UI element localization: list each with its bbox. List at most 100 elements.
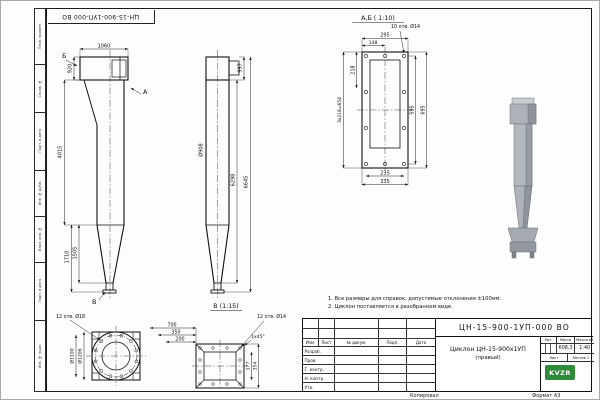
tb-empty-cell — [407, 329, 435, 338]
sheets-value: 1 — [586, 355, 590, 360]
tb-empty-cell — [319, 329, 335, 338]
dim-d1206: Ø1206 — [77, 348, 84, 363]
tb-row-tkontr: Т. контр. — [303, 365, 335, 373]
footer-format-label: Формат А3 — [532, 392, 561, 399]
dim-335: 335 — [380, 179, 390, 185]
dim-pitch: 3x218=654 — [337, 97, 343, 123]
margin-box: Инв. № дубл. — [34, 169, 46, 216]
side-view: 997 6298 6645 Ø908 — [198, 50, 252, 298]
dim-1710: 1710 — [65, 251, 71, 264]
mass-label: Масса — [557, 337, 576, 343]
tb-row-utv: Утв. — [303, 383, 335, 392]
tb-empty-cell — [379, 365, 407, 373]
dim-4015: 4015 — [58, 146, 64, 159]
tb-empty-cell — [303, 319, 319, 328]
margin-box: Справ. № — [34, 63, 46, 112]
view-v-label: В (1:15) — [213, 303, 238, 310]
margin-box: Подп. и дата — [34, 111, 46, 170]
footer-copied-label: Копировал — [410, 392, 439, 399]
tb-empty-cell — [335, 329, 379, 338]
dim-chamfer: 1x45° — [251, 334, 265, 340]
title-block-main: ЦН-15-900-1УП-000 ВО Циклон ЦН-15-900х1У… — [435, 319, 594, 391]
tb-header-doc: № докум. — [335, 339, 379, 346]
title-block: Изм. Лист № докум. Подп. Дата Разраб. Пр… — [302, 318, 594, 392]
sheet-label: Лист — [541, 354, 568, 361]
tb-empty-cell — [379, 347, 407, 355]
view-arrow-label-b: Б — [62, 52, 66, 60]
tb-empty-cell — [407, 347, 435, 355]
tb-empty-cell — [303, 329, 319, 338]
tb-empty-cell — [407, 374, 435, 382]
dim-700: 700 — [167, 323, 176, 329]
tb-empty-cell — [335, 383, 379, 392]
tb-header-podp: Подп. — [379, 339, 407, 346]
tb-empty-cell — [379, 374, 407, 382]
dim-595: 595 — [410, 105, 416, 114]
product-title: Циклон ЦН-15-900х1УП — [450, 346, 526, 353]
lit-label: Лит. — [541, 337, 557, 343]
dim-295: 295 — [380, 33, 390, 39]
dim-218: 218 — [351, 65, 357, 74]
scale-label: Масштаб — [576, 338, 594, 342]
tb-row-razrab: Разраб. — [303, 347, 335, 355]
dim-695: 695 — [421, 105, 427, 114]
tb-empty-cell — [407, 383, 435, 392]
tb-row-nkontr: Н. контр. — [303, 374, 335, 382]
view-v: В (1:15) 12 отв. Ø18 12 отв. Ø14 Ø1206 Ø… — [56, 303, 286, 390]
dim-148: 148 — [369, 40, 378, 46]
tb-empty-cell — [335, 365, 379, 373]
dim-350: 350 — [171, 330, 180, 336]
margin-box: Перв. примен. — [34, 8, 46, 64]
company-logo: KVZR — [545, 365, 575, 380]
tb-header-data: Дата — [415, 340, 427, 345]
tb-empty-cell — [335, 319, 379, 328]
mass-value: 608,3 — [557, 344, 576, 353]
tb-empty-cell — [335, 347, 379, 355]
dim-1505: 1505 — [73, 247, 79, 260]
left-margin-column: Перв. примен. Справ. № Подп. и дата Инв.… — [34, 8, 46, 393]
front-view: 1060 920 4015 1710 1505 Б А В — [58, 44, 149, 307]
view-arrow-label-a: А — [143, 88, 148, 96]
tb-empty-cell — [379, 319, 407, 328]
holes-note-14: 12 отв. Ø14 — [257, 313, 286, 320]
scale-value: 1:40 — [579, 346, 591, 351]
title-block-right-column: Лит. Масса Масштаб 608,3 1:40 Лист Листо… — [540, 337, 594, 391]
dim-1060: 1060 — [98, 44, 111, 50]
dim-d908: Ø908 — [198, 143, 205, 156]
tb-empty-cell — [379, 356, 407, 364]
tb-empty-cell — [407, 319, 435, 328]
sheets-label: Листов — [572, 355, 586, 360]
tb-header-list: Лист — [319, 339, 335, 346]
holes-note-10: 10 отв. Ø14 — [391, 23, 420, 30]
note-1: 1. Все размеры для справок, допустимые о… — [328, 296, 502, 302]
holes-note-18: 12 отв. Ø18 — [56, 313, 85, 320]
view-ab: А,Б ( 1:10) 10 отв. Ø14 295 148 218 3x21… — [337, 15, 428, 186]
lit-value — [541, 344, 557, 353]
dim-200: 200 — [175, 337, 184, 343]
rotated-doc-number-stamp: ЦН-15-900-1УП-000 ВО — [47, 9, 155, 24]
tb-empty-cell — [407, 356, 435, 364]
dim-177: 177 — [246, 362, 252, 371]
dim-235: 235 — [380, 171, 390, 177]
dim-354: 354 — [253, 362, 259, 371]
margin-box: Инв. № подл. — [34, 319, 46, 393]
product-name-cell: Циклон ЦН-15-900х1УП (правый) — [436, 337, 540, 391]
dim-997: 997 — [238, 63, 244, 73]
tb-header-izm: Изм. — [303, 339, 319, 346]
tb-empty-cell — [335, 356, 379, 364]
tb-empty-cell — [335, 374, 379, 382]
dim-6645: 6645 — [244, 176, 250, 189]
cyclone-3d-render — [507, 97, 539, 259]
product-subtitle: (правый) — [475, 355, 501, 361]
note-2: 2. Циклон поставляется в разобранном вид… — [328, 304, 453, 310]
view-arrow-label-v: В — [92, 298, 96, 306]
tb-row-prov: Пров. — [303, 356, 335, 364]
view-ab-label: А,Б ( 1:10) — [361, 15, 395, 22]
dim-920: 920 — [68, 64, 74, 74]
dim-6298: 6298 — [231, 174, 237, 187]
tb-empty-cell — [319, 319, 335, 328]
sheets-cell: Листов 1 — [568, 354, 594, 361]
tb-empty-cell — [379, 329, 407, 338]
margin-box: Подп. и дата — [34, 261, 46, 320]
